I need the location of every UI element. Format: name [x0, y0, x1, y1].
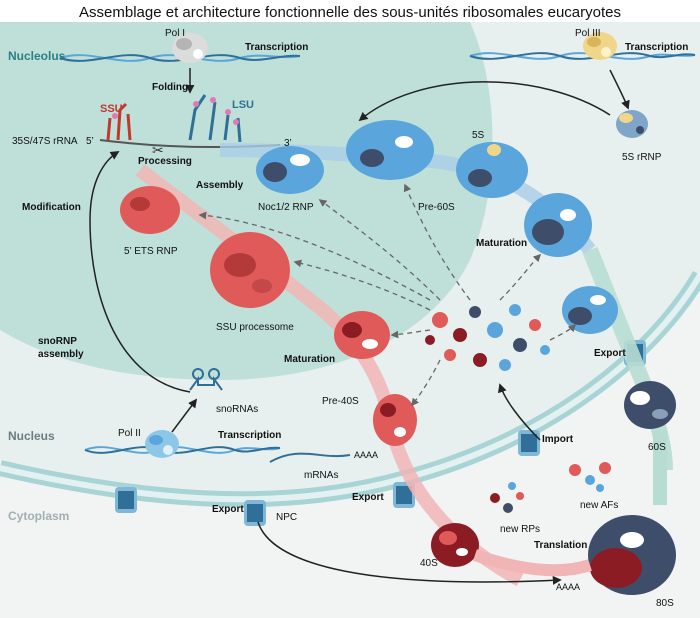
nucleolus-region [0, 22, 493, 380]
pol3-complex [583, 32, 617, 60]
5s-rrnp-label: 5S rRNP [622, 152, 662, 163]
pre60s-early-particle [346, 120, 434, 180]
assembly-factors-cloud [425, 304, 550, 371]
80s-label: 80S [656, 598, 674, 609]
60s-label: 60S [648, 442, 666, 453]
transcription-right-label: Transcription [625, 42, 688, 53]
dashed-arrow-export [549, 323, 577, 341]
ssu-processome-label: SSU processome [216, 322, 294, 333]
pre60s-export-particle [562, 286, 618, 334]
export-left-label: Export [212, 504, 244, 515]
pre60s-maturation-particle [524, 193, 592, 257]
pol1-label: Pol I [165, 28, 185, 39]
dashed-arrow-noc [318, 199, 441, 301]
lsu-label: LSU [232, 99, 254, 111]
aaaa-translation-label: AAAA [556, 582, 580, 592]
translation-label: Translation [534, 540, 587, 551]
maturation-right-label: Maturation [476, 238, 527, 249]
rrna-label: 35S/47S rRNA [12, 136, 78, 147]
dashed-arrow-mat40s [390, 329, 431, 339]
dashed-arrow-processome [293, 259, 431, 311]
folding-label: Folding [152, 82, 188, 93]
modification-dots [112, 97, 239, 125]
dashed-arrow-ets [198, 211, 431, 301]
snornas-label: snoRNAs [216, 404, 258, 415]
new-rps-label: new RPs [500, 524, 540, 535]
three-prime-label: 3’ [284, 138, 292, 149]
export-mid-label: Export [352, 492, 384, 503]
ets-label: 5’ ETS RNP [124, 246, 178, 257]
export-right-label: Export [594, 348, 626, 359]
pre40s-label: Pre-40S [322, 396, 359, 407]
snornp-label: snoRNP [38, 336, 77, 347]
pol3-label: Pol III [575, 28, 601, 39]
new-afs-cluster [569, 462, 611, 492]
assembly2-label: assembly [38, 349, 84, 360]
nucleolus-label: Nucleolus [8, 49, 66, 63]
lsu-rrna-fold [188, 94, 242, 143]
five-prime-label: 5’ [86, 136, 94, 147]
arrow-pol2-to-snornas [171, 398, 198, 433]
5s-label: 5S [472, 130, 485, 141]
dashed-arrow-pre40s [411, 359, 441, 407]
mrna-strand [269, 452, 351, 463]
figure-title: Assemblage et architecture fonctionnelle… [79, 4, 621, 21]
arrow-export-mrna [257, 521, 562, 585]
noc12-rnp-particle [256, 146, 324, 194]
npc-pore-4 [518, 430, 540, 456]
import-label: Import [542, 434, 574, 445]
40s-label: 40S [420, 558, 438, 569]
arrow-snornp-assembly [89, 151, 191, 393]
cytoplasm-label: Cytoplasm [8, 509, 69, 523]
arrow-import-afs [498, 383, 541, 441]
5ets-rnp-particle [120, 186, 180, 234]
pol1-complex [172, 33, 208, 63]
pre60s-5s-particle [456, 142, 528, 198]
pol2-label: Pol II [118, 428, 141, 439]
ssu-label: SSU [100, 103, 123, 115]
5s-rrnp-particle [616, 110, 648, 138]
mrnas-label: mRNAs [304, 470, 338, 481]
processing-label: Processing [138, 156, 192, 167]
nucleus-label: Nucleus [8, 429, 55, 443]
assembly-label: Assembly [196, 180, 244, 191]
noc-label: Noc1/2 RNP [258, 202, 314, 213]
npc-pore-1 [115, 487, 137, 513]
snorna-shapes [189, 368, 223, 391]
dashed-arrow-pre60s [403, 183, 471, 301]
aaaa-mrna-label: AAAA [354, 450, 378, 460]
dna-strand-pol2-b [84, 446, 281, 454]
80s-ribosome-particle [588, 515, 676, 595]
transcription-top-label: Transcription [245, 42, 308, 53]
60s-particle [624, 381, 676, 429]
ssu-rrna-fold [106, 102, 132, 141]
pre60s-label: Pre-60S [418, 202, 455, 213]
npc-pore-2 [244, 500, 266, 526]
arrow-pol3-to-5srnp [609, 69, 630, 110]
new-rps-cluster [490, 482, 524, 513]
scissors-icon: ✂ [152, 142, 164, 158]
new-afs-label: new AFs [580, 500, 618, 511]
pre40s-particle [373, 394, 417, 446]
pre40s-maturation-particle [334, 311, 390, 359]
npc-label: NPC [276, 512, 297, 523]
pol2-complex [145, 430, 179, 458]
40s-particle [431, 523, 479, 567]
arrow-5s-to-pre60s [358, 81, 611, 122]
arrow-40s-to-80s [473, 549, 592, 577]
modification-label: Modification [22, 202, 81, 213]
ssu-processome-particle [210, 232, 290, 308]
maturation-left-label: Maturation [284, 354, 335, 365]
dashed-arrow-maturation [499, 253, 542, 301]
transcription-mid-label: Transcription [218, 430, 281, 441]
